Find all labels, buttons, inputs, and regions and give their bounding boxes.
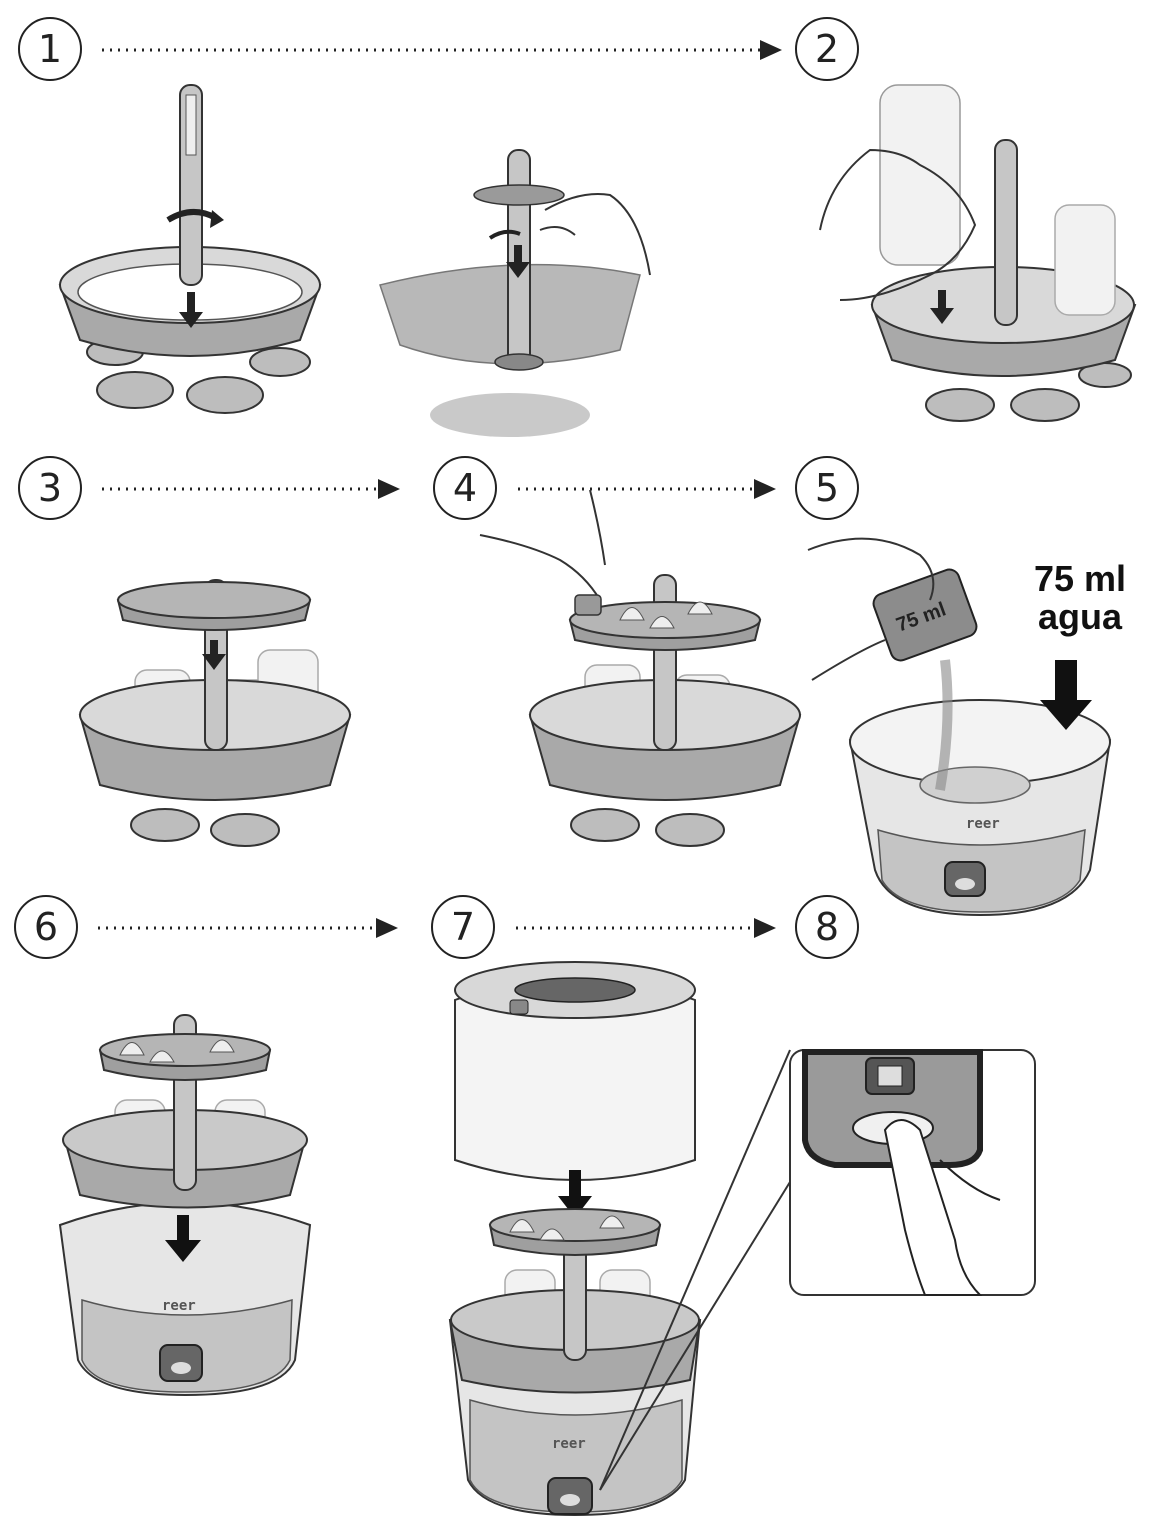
step-7-number: 7: [431, 895, 495, 959]
flow-arrow-4-5: [518, 479, 776, 499]
step-1b-illustration: [379, 149, 651, 437]
step-6-brand-logo: reer: [162, 1298, 196, 1314]
water-amount-label: 75 ml agua: [1010, 560, 1150, 636]
step-2-number: 2: [795, 17, 859, 81]
flow-arrow-3-4: [102, 479, 400, 499]
flow-arrow-7-8: [516, 918, 776, 938]
step-3-illustration: [78, 579, 352, 847]
step-7-brand-logo: reer: [552, 1436, 586, 1452]
flow-arrow-1-2: [102, 40, 782, 60]
step-4-illustration: [479, 489, 802, 847]
flow-arrow-6-7: [98, 918, 398, 938]
step-1-number: 1: [18, 17, 82, 81]
step-5-illustration: reer 75 ml: [807, 537, 1112, 917]
step-4-number: 4: [433, 456, 497, 520]
step-6-illustration: reer: [58, 1014, 312, 1397]
water-amount-liquid: agua: [1037, 596, 1123, 637]
step-6-number: 6: [14, 895, 78, 959]
step-3-number: 3: [18, 456, 82, 520]
step-7-illustration: reer: [448, 961, 702, 1517]
step-1-illustration: [58, 84, 322, 414]
step-2-illustration: [819, 84, 1137, 422]
step-5-number: 5: [795, 456, 859, 520]
step-8-number: 8: [795, 895, 859, 959]
water-amount-volume: 75 ml: [1033, 558, 1127, 599]
step-5-brand-logo: reer: [966, 816, 1000, 832]
step-8-illustration: [599, 1049, 1036, 1491]
